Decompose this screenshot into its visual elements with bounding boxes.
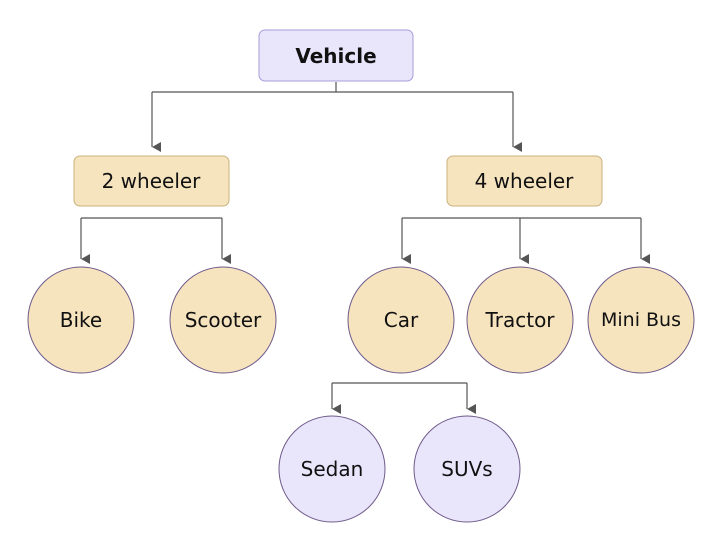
node-car-label: Car — [384, 308, 419, 332]
node-bike-label: Bike — [60, 308, 102, 332]
node-sedan: Sedan — [278, 415, 386, 523]
node-suvs: SUVs — [413, 415, 521, 523]
node-2-wheeler: 2 wheeler — [73, 155, 230, 207]
node-suvs-label: SUVs — [441, 457, 492, 481]
node-bike: Bike — [27, 266, 135, 374]
node-4-wheeler: 4 wheeler — [446, 155, 603, 207]
node-vehicle: Vehicle — [258, 29, 414, 82]
node-vehicle-label: Vehicle — [295, 44, 376, 68]
node-2-wheeler-label: 2 wheeler — [102, 169, 202, 193]
node-car: Car — [347, 266, 455, 374]
node-scooter-label: Scooter — [185, 308, 262, 332]
node-4-wheeler-label: 4 wheeler — [475, 169, 575, 193]
node-mini-bus: Mini Bus — [587, 266, 695, 374]
node-sedan-label: Sedan — [301, 457, 364, 481]
node-scooter: Scooter — [169, 266, 277, 374]
node-tractor-label: Tractor — [484, 308, 555, 332]
node-mini-bus-label: Mini Bus — [601, 309, 681, 331]
edges — [80, 82, 650, 414]
node-tractor: Tractor — [466, 266, 574, 374]
